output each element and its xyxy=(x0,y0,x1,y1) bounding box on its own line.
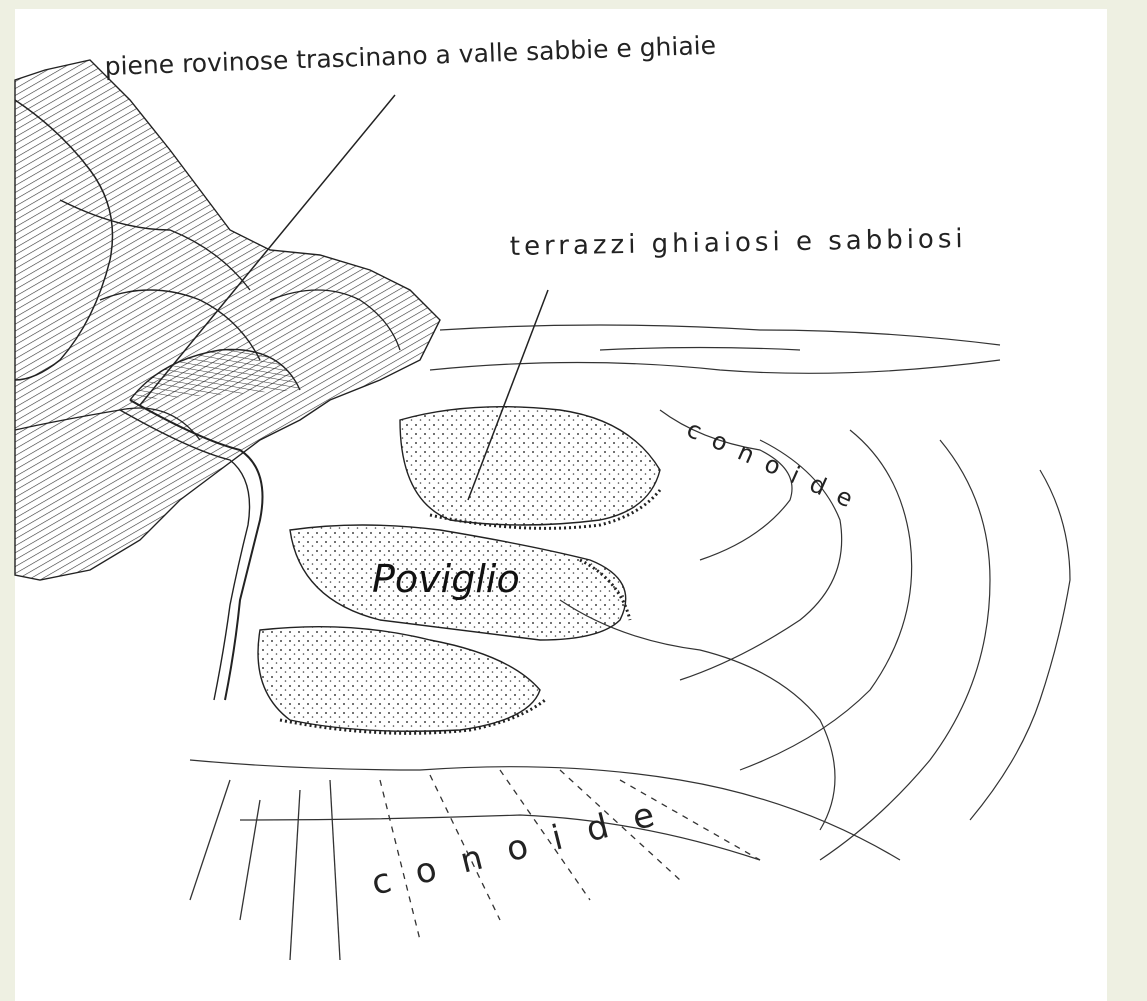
terraces-label: terrazzi ghiaiosi e sabbiosi xyxy=(510,224,967,262)
conoide-upper-label: conoide xyxy=(683,415,870,519)
mountains xyxy=(15,60,440,580)
floods-label: piene rovinose trascinano a valle sabbie… xyxy=(104,31,716,81)
site-label-poviglio: Poviglio xyxy=(372,560,520,598)
lower-terrace xyxy=(258,627,545,734)
upper-terrace xyxy=(400,407,660,529)
conoide-lower-label: conoide xyxy=(368,789,684,904)
